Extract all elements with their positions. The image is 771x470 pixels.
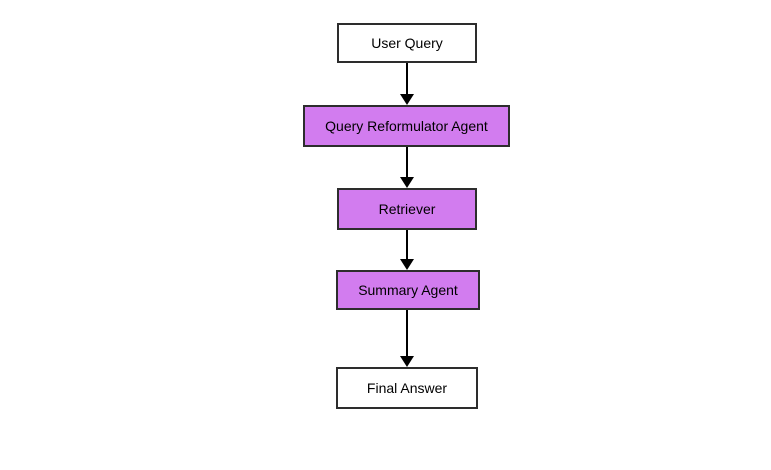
edge-user-query-to-reformulator bbox=[400, 63, 414, 105]
arrow-down-icon bbox=[400, 356, 414, 367]
node-query-reformulator-agent: Query Reformulator Agent bbox=[303, 105, 510, 147]
node-retriever-label: Retriever bbox=[378, 201, 436, 217]
node-user-query-label: User Query bbox=[371, 35, 443, 51]
arrow-down-icon bbox=[400, 94, 414, 105]
arrow-line bbox=[405, 230, 409, 259]
edge-summary-to-final bbox=[400, 310, 414, 367]
arrow-line bbox=[405, 63, 409, 94]
node-final-answer-label: Final Answer bbox=[366, 380, 448, 396]
arrow-line bbox=[405, 310, 409, 356]
node-user-query: User Query bbox=[337, 23, 477, 63]
edge-reformulator-to-retriever bbox=[400, 147, 414, 188]
node-retriever: Retriever bbox=[337, 188, 477, 230]
edge-retriever-to-summary bbox=[400, 230, 414, 270]
arrow-down-icon bbox=[400, 259, 414, 270]
node-final-answer: Final Answer bbox=[336, 367, 478, 409]
node-summary-agent: Summary Agent bbox=[336, 270, 480, 310]
node-summary-agent-label: Summary Agent bbox=[358, 282, 458, 298]
arrow-down-icon bbox=[400, 177, 414, 188]
node-query-reformulator-agent-label: Query Reformulator Agent bbox=[325, 118, 488, 134]
arrow-line bbox=[405, 147, 409, 177]
